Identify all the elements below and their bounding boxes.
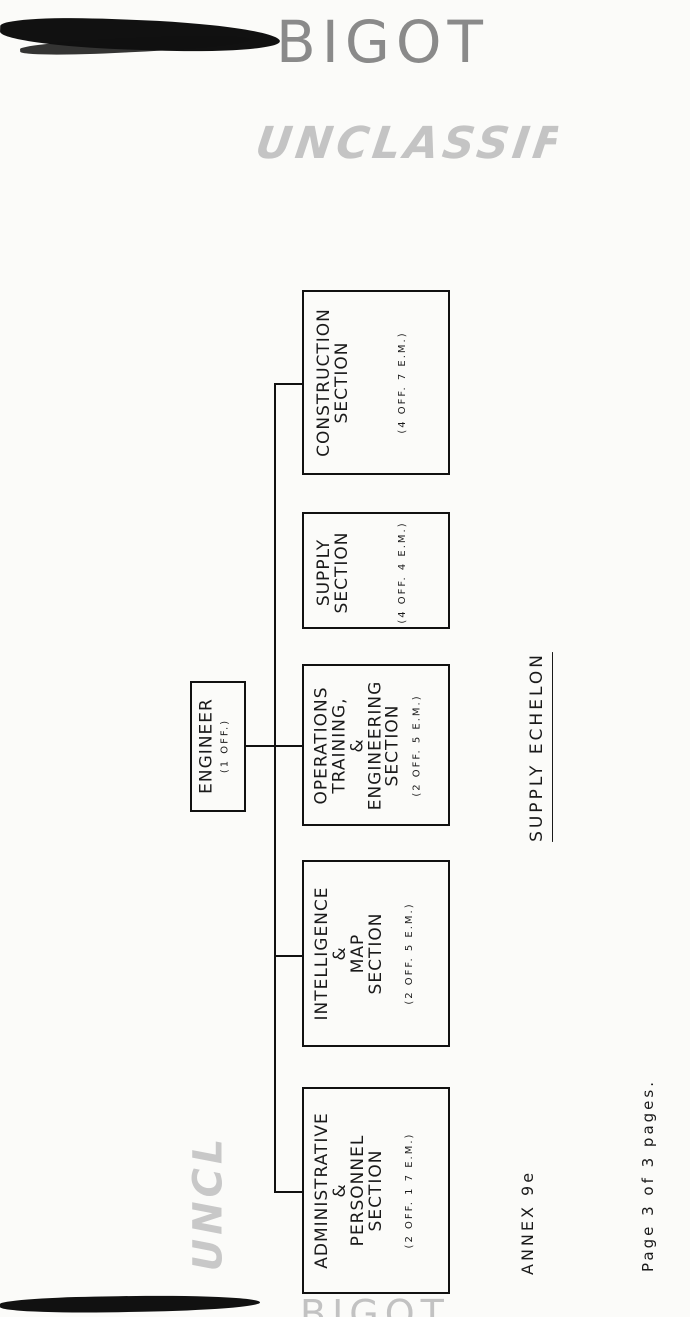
connector-intelligence: [274, 955, 304, 957]
engineer-strength: (1 OFF.): [219, 718, 231, 774]
operations-strength: (2 OFF. 5 E.M.): [411, 694, 423, 797]
connector-engineer: [245, 745, 276, 747]
connector-administrative: [274, 1191, 304, 1193]
chart-trunk-line: [274, 383, 276, 1193]
redaction-smudge-bottom: [0, 1293, 261, 1315]
bigot-stamp-bottom: BIGOT: [300, 1292, 450, 1317]
operations-line-3: &: [347, 738, 368, 753]
unclassified-stamp-top: UNCLASSIFIED: [252, 118, 560, 169]
administrative-line-2: &: [329, 1183, 350, 1198]
engineer-box: ENGINEER (1 OFF.): [190, 681, 246, 812]
construction-line-2: SECTION: [331, 341, 352, 424]
administrative-strength: (2 OFF. 1 7 E.M.): [404, 1132, 416, 1249]
supply-section-text: SUPPLY SECTION (4 OFF. 4 E.M.): [304, 514, 449, 631]
connector-operations: [274, 745, 304, 747]
intelligence-line-4: SECTION: [365, 912, 386, 995]
supply-section-box: SUPPLY SECTION (4 OFF. 4 E.M.): [302, 512, 450, 629]
intelligence-line-2: &: [329, 946, 350, 961]
engineer-name: ENGINEER: [196, 698, 217, 794]
administrative-section-text: ADMINISTRATIVE & PERSONNEL SECTION (2 OF…: [304, 1087, 449, 1294]
chart-caption: SUPPLY ECHELON: [527, 652, 547, 842]
supply-line-2: SECTION: [331, 531, 352, 614]
administrative-line-3: PERSONNEL: [347, 1134, 368, 1247]
operations-line-5: SECTION: [382, 704, 403, 787]
construction-strength: (4 OFF. 7 E.M.): [396, 331, 408, 434]
bigot-stamp-top: BIGOT: [276, 8, 489, 76]
supply-strength: (4 OFF. 4 E.M.): [396, 521, 408, 624]
administrative-section-box: ADMINISTRATIVE & PERSONNEL SECTION (2 OF…: [302, 1087, 450, 1294]
administrative-line-4: SECTION: [365, 1149, 386, 1232]
engineer-box-text: ENGINEER (1 OFF.): [193, 683, 245, 810]
intelligence-section-text: INTELLIGENCE & MAP SECTION (2 OFF. 5 E.M…: [304, 860, 449, 1047]
intelligence-line-3: MAP: [347, 933, 368, 974]
connector-construction: [274, 383, 304, 385]
construction-section-box: CONSTRUCTION SECTION (4 OFF. 7 E.M.): [302, 290, 450, 475]
operations-section-text: OPERATIONS TRAINING, & ENGINEERING SECTI…: [304, 665, 449, 827]
unclassified-stamp-bottom: UNCL: [185, 1134, 232, 1272]
operations-section-box: OPERATIONS TRAINING, & ENGINEERING SECTI…: [302, 664, 450, 826]
annex-number: ANNEX 9e: [518, 1169, 537, 1275]
page-number: Page 3 of 3 pages.: [639, 1079, 657, 1272]
intelligence-strength: (2 OFF. 5 E.M.): [404, 902, 416, 1005]
construction-section-text: CONSTRUCTION SECTION (4 OFF. 7 E.M.): [304, 290, 449, 475]
operations-line-2: TRAINING,: [329, 697, 350, 794]
intelligence-section-box: INTELLIGENCE & MAP SECTION (2 OFF. 5 E.M…: [302, 860, 450, 1047]
